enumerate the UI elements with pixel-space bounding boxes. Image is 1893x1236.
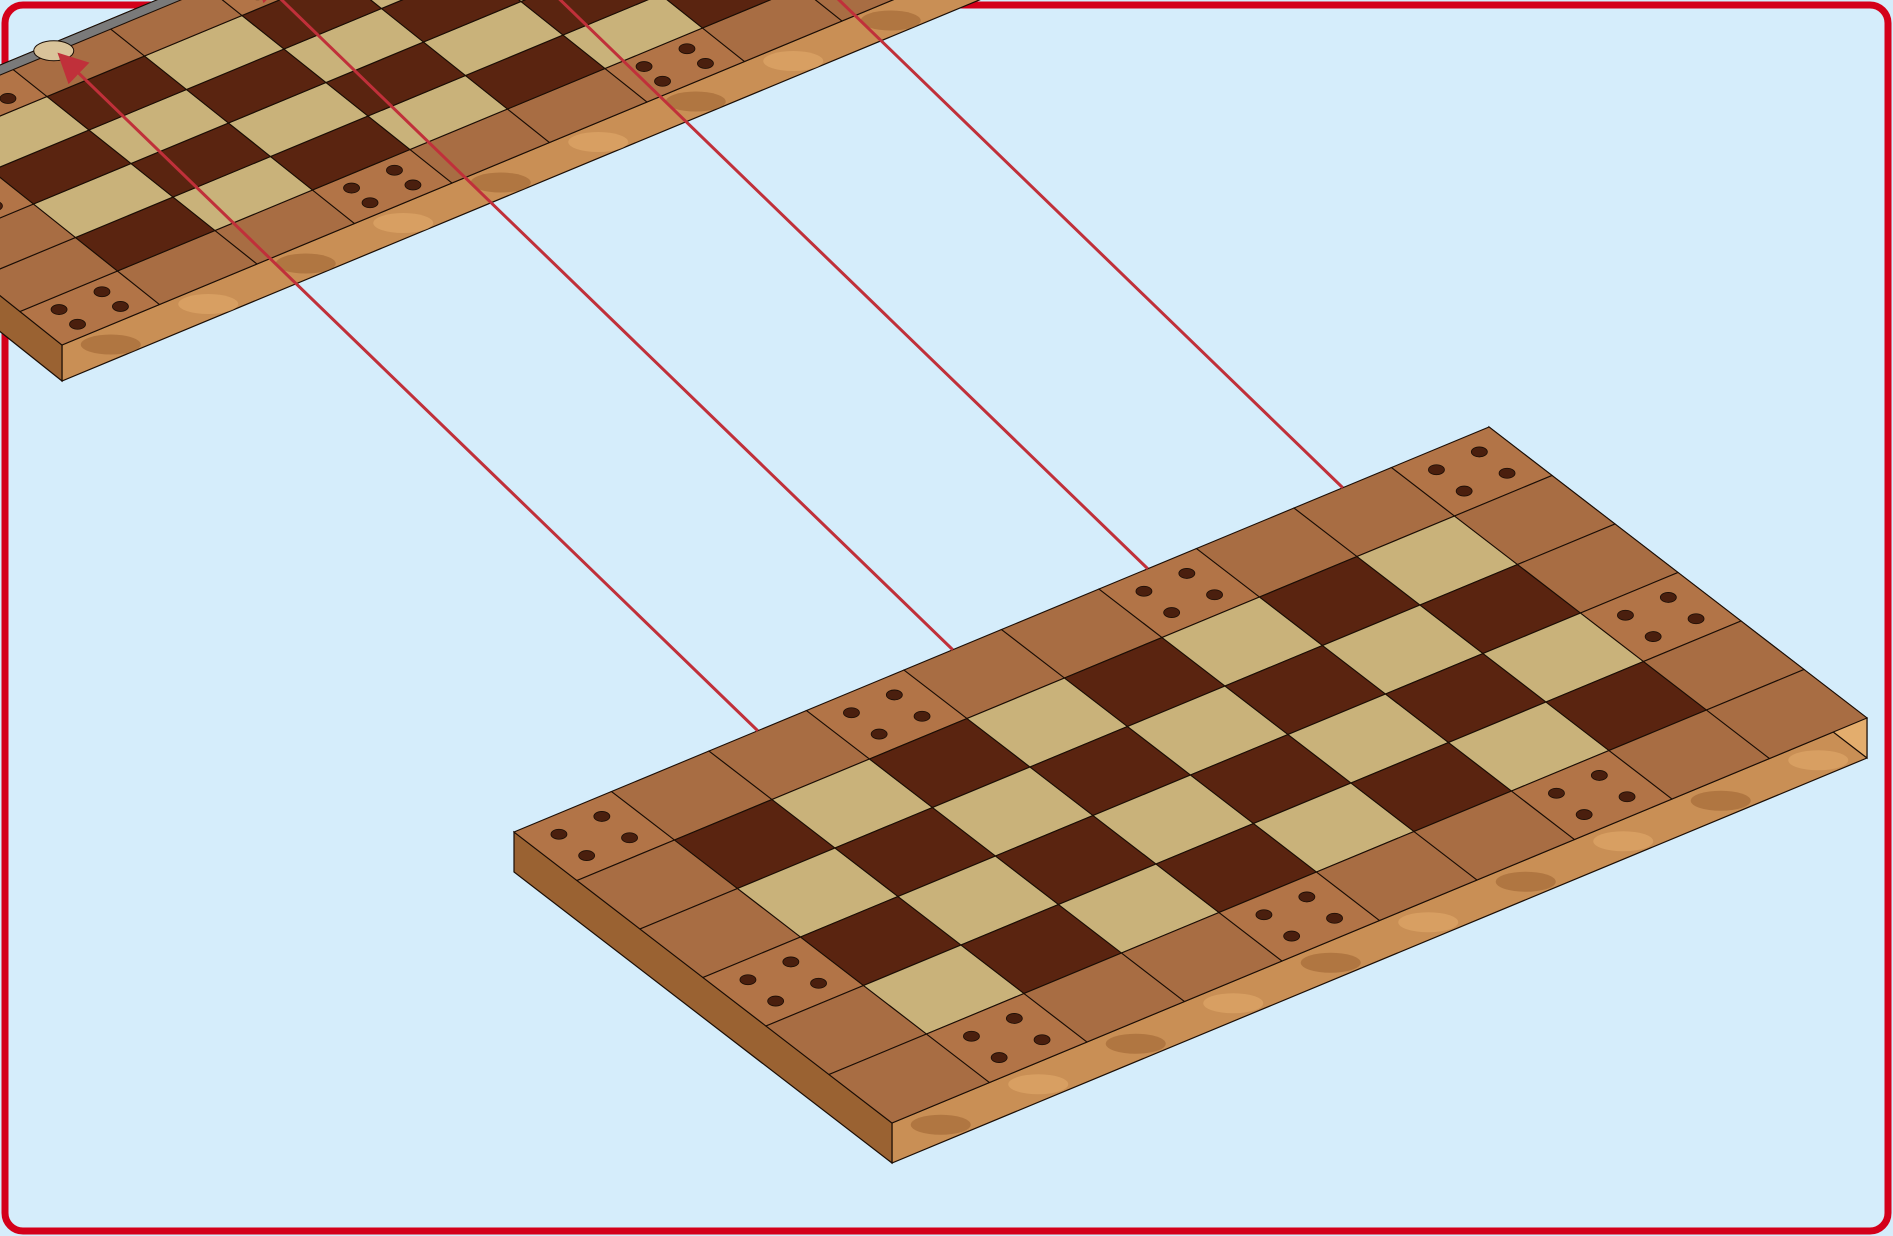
stud (622, 833, 638, 843)
stud (636, 62, 652, 72)
stud (51, 305, 67, 315)
stud (1284, 931, 1300, 941)
skirt-ornament (1496, 872, 1556, 892)
stud (768, 996, 784, 1006)
skirt-ornament (178, 294, 238, 314)
stud (963, 1031, 979, 1041)
stud (886, 690, 902, 700)
stud (740, 975, 756, 985)
stud (843, 708, 859, 718)
stud (386, 165, 402, 175)
stud (679, 44, 695, 54)
skirt-ornament (666, 92, 726, 112)
stud (811, 978, 827, 988)
stud (1256, 910, 1272, 920)
stud (70, 319, 86, 329)
stud (344, 183, 360, 193)
stud (1576, 810, 1592, 820)
stud (783, 957, 799, 967)
stud (1499, 468, 1515, 478)
skirt-ornament (911, 1115, 971, 1135)
stud (1456, 486, 1472, 496)
stud (697, 58, 713, 68)
skirt-ornament (1203, 993, 1263, 1013)
stud (0, 93, 16, 103)
stud (1591, 770, 1607, 780)
skirt-ornament (373, 213, 433, 233)
skirt-ornament (1106, 1034, 1166, 1054)
skirt-ornament (1593, 831, 1653, 851)
stud (405, 180, 421, 190)
stud (1428, 465, 1444, 475)
stud (1299, 892, 1315, 902)
stud (94, 287, 110, 297)
stud (362, 198, 378, 208)
stud (1688, 614, 1704, 624)
skirt-ornament (763, 51, 823, 71)
skirt-ornament (1301, 953, 1361, 973)
skirt-ornament (1008, 1074, 1068, 1094)
stud (1327, 913, 1343, 923)
stud (1645, 632, 1661, 642)
stud (991, 1053, 1007, 1063)
skirt-ornament (1691, 791, 1751, 811)
stud (1179, 568, 1195, 578)
stud (1548, 788, 1564, 798)
stud (655, 76, 671, 86)
stud (1207, 590, 1223, 600)
skirt-ornament (81, 335, 141, 355)
hinge-clip (34, 41, 74, 61)
stud (871, 729, 887, 739)
skirt-ornament (471, 173, 531, 193)
skirt-ornament (276, 254, 336, 274)
stud (112, 301, 128, 311)
stud (551, 829, 567, 839)
stud (1660, 592, 1676, 602)
stud (594, 811, 610, 821)
stud (1619, 792, 1635, 802)
skirt-ornament (1398, 912, 1458, 932)
stud (579, 851, 595, 861)
stud (1136, 586, 1152, 596)
skirt-ornament (861, 11, 921, 31)
stud (1164, 608, 1180, 618)
stud (1034, 1035, 1050, 1045)
stud (1471, 447, 1487, 457)
stud (1006, 1013, 1022, 1023)
stud (1617, 610, 1633, 620)
skirt-ornament (1788, 750, 1848, 770)
stud (914, 711, 930, 721)
skirt-ornament (568, 132, 628, 152)
